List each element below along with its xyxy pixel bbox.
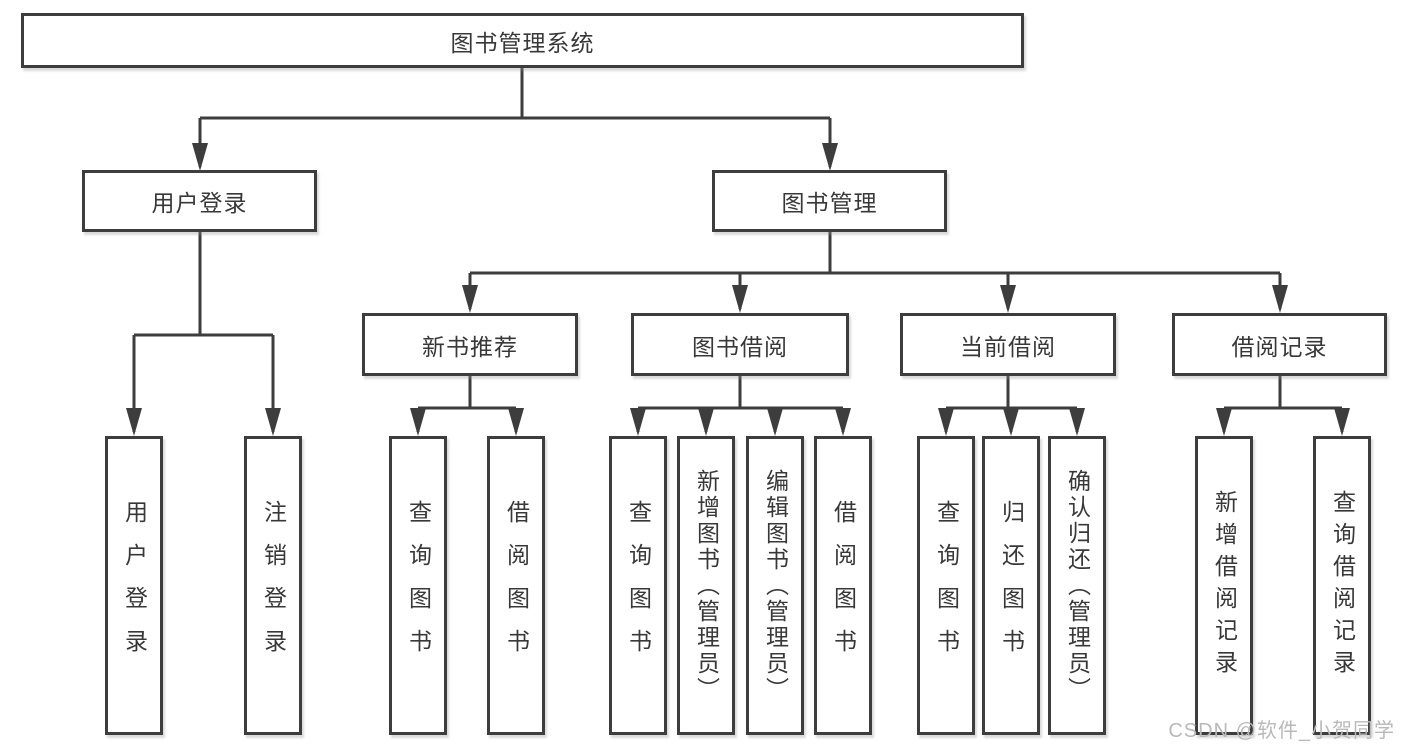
leaf-return-books: 归还图书 bbox=[982, 436, 1040, 735]
leaf-query-books-recommend: 查询图书 bbox=[389, 436, 447, 735]
leaf-query-books-borrowing: 查询图书 bbox=[609, 436, 667, 735]
leaf-edit-books-admin: 编辑图书（管理员） bbox=[746, 436, 804, 735]
leaf-borrow-books-recommend-label: 借阅图书 bbox=[503, 499, 530, 672]
leaf-borrow-books-label: 借阅图书 bbox=[830, 499, 857, 672]
leaf-add-books-admin: 新增图书（管理员） bbox=[677, 436, 735, 735]
leaf-add-borrow-record: 新增借阅记录 bbox=[1195, 436, 1253, 735]
leaf-query-books-recommend-label: 查询图书 bbox=[405, 499, 432, 672]
leaf-return-books-label: 归还图书 bbox=[998, 499, 1025, 672]
leaf-logout: 注销登录 bbox=[244, 436, 302, 735]
leaf-query-borrow-record-label: 查询借阅记录 bbox=[1329, 489, 1356, 682]
node-borrowing-records: 借阅记录 bbox=[1172, 313, 1387, 376]
node-current-borrowing: 当前借阅 bbox=[900, 313, 1116, 376]
leaf-add-books-admin-label: 新增图书（管理员） bbox=[693, 468, 720, 703]
leaf-borrow-books: 借阅图书 bbox=[814, 436, 872, 735]
leaf-logout-label: 注销登录 bbox=[260, 499, 287, 672]
node-new-book-recommendation: 新书推荐 bbox=[362, 313, 578, 376]
leaf-user-login-label: 用户登录 bbox=[121, 499, 148, 672]
leaf-confirm-return-admin-label: 确认归还（管理员） bbox=[1064, 468, 1091, 703]
leaf-borrow-books-recommend: 借阅图书 bbox=[487, 436, 545, 735]
csdn-watermark: CSDN @软件_小贺同学 bbox=[1168, 720, 1395, 742]
node-library-management-system: 图书管理系统 bbox=[21, 13, 1024, 68]
leaf-query-books-current: 查询图书 bbox=[917, 436, 975, 735]
arrow-connectors bbox=[126, 118, 1350, 436]
node-user-login: 用户登录 bbox=[82, 170, 317, 232]
leaf-edit-books-admin-label: 编辑图书（管理员） bbox=[762, 468, 789, 703]
leaf-add-borrow-record-label: 新增借阅记录 bbox=[1211, 489, 1238, 682]
node-book-management: 图书管理 bbox=[712, 170, 947, 232]
leaf-confirm-return-admin: 确认归还（管理员） bbox=[1048, 436, 1106, 735]
plain-connectors bbox=[134, 68, 1342, 410]
leaf-query-books-current-label: 查询图书 bbox=[933, 499, 960, 672]
leaf-query-borrow-record: 查询借阅记录 bbox=[1313, 436, 1371, 735]
leaf-user-login: 用户登录 bbox=[105, 436, 163, 735]
node-book-borrowing: 图书借阅 bbox=[631, 313, 849, 376]
leaf-query-books-borrowing-label: 查询图书 bbox=[625, 499, 652, 672]
